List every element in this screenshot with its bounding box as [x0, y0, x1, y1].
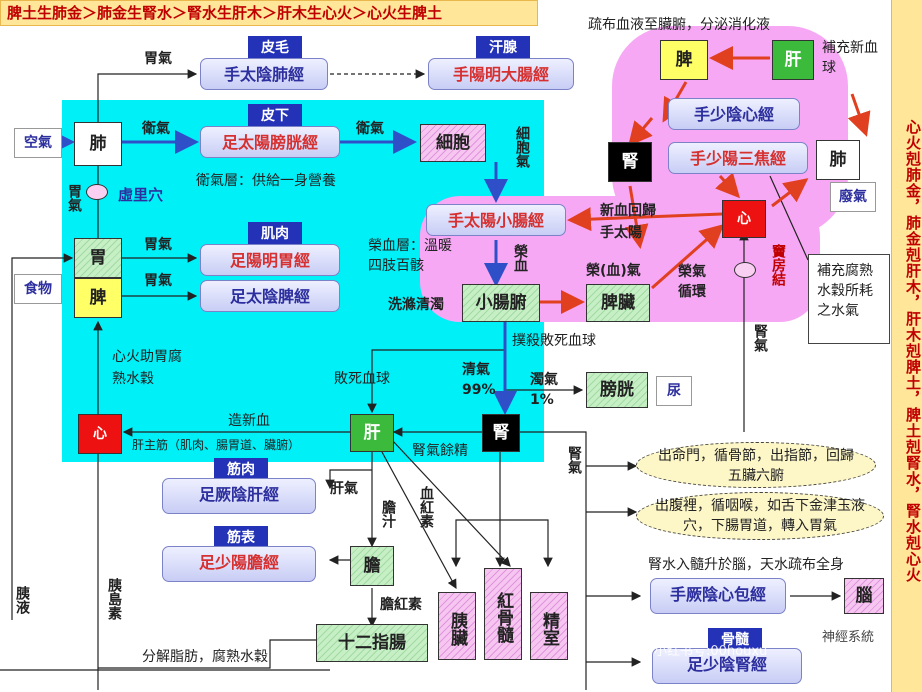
- kidney-residual-label: 腎氣餘精: [412, 443, 468, 459]
- tag-sweat: 汗腺: [476, 36, 530, 60]
- lung-meridian: 手太陰肺經: [200, 58, 328, 90]
- urine-output: 尿: [656, 376, 692, 406]
- sanjiao-meridian: 手少陽三焦經: [668, 142, 808, 174]
- cell-qi-label: 細胞氣: [514, 126, 530, 168]
- stomach-qi-label-1: 胃氣: [144, 237, 172, 253]
- stomach-qi-top-label: 胃氣: [144, 51, 172, 67]
- exhaust-output: 廢氣: [830, 182, 876, 212]
- spleen-meridian: 足太陰脾經: [200, 280, 340, 312]
- marrow-box: 紅骨髓: [484, 568, 522, 660]
- kidney-water-label: 腎水入髓升於腦，天水疏布全身: [648, 557, 844, 573]
- supplement-label: 補充新血球: [822, 40, 878, 76]
- new-blood-label: 新血回歸手太陽: [600, 203, 656, 241]
- gall-meridian: 足少陽膽經: [162, 546, 316, 582]
- xuli-label: 虛里穴: [118, 186, 164, 204]
- stomach-qi-label-2: 胃氣: [144, 273, 172, 289]
- wei-layer-label: 衛氣層：供給一身營養: [196, 173, 336, 189]
- heart-box-right: 心: [722, 200, 766, 238]
- small-intestine-meridian: 手太陽小腸經: [426, 204, 566, 236]
- sperm-box: 精室: [530, 592, 568, 660]
- ying-cycle-label: 榮氣循環: [678, 264, 706, 300]
- small-intestine-box: 小腸腑: [462, 284, 540, 322]
- turbid-qi-label: 濁氣1%: [530, 372, 558, 408]
- watermark: 小红书号:00houxu: [654, 644, 768, 659]
- xuli-point: [86, 184, 108, 200]
- kidney-box: 腎: [482, 414, 520, 452]
- insulin-label: 胰島素: [106, 578, 122, 620]
- kidney-qi-right-label: 腎氣: [752, 324, 768, 352]
- blood-red-label: 血紅素: [418, 486, 434, 528]
- kidney-meridian: 足少陰腎經: [652, 648, 802, 684]
- lung-box: 肺: [74, 122, 122, 166]
- wash-label: 洗滌清濁: [388, 297, 444, 313]
- generation-cycle-title: 脾土生肺金＞肺金生腎水＞腎水生肝木＞肝木生心火＞心火生脾土: [0, 0, 538, 26]
- bladder-box: 膀胱: [586, 372, 648, 408]
- liver-meridian: 足厥陰肝經: [162, 478, 316, 514]
- tag-skin: 皮毛: [248, 36, 302, 60]
- duodenum-box: 十二指腸: [316, 624, 428, 662]
- large-intestine-meridian: 手陽明大腸經: [428, 58, 574, 90]
- ying-qi-blood-label: 榮(血)氣: [586, 263, 641, 279]
- kill-blood-label: 撲殺敗死血球: [512, 333, 596, 349]
- ying-layer-label: 榮血層：溫暖四肢百骸: [368, 238, 452, 274]
- kidney-qi-left-label: 腎氣: [566, 446, 582, 474]
- tag-muscle: 肌肉: [248, 222, 302, 246]
- stomach-box: 胃: [74, 238, 122, 278]
- spleen-top-box: 脾: [660, 40, 708, 80]
- spleen-organ-box: 脾臟: [586, 284, 650, 322]
- spleen-box: 脾: [74, 278, 122, 318]
- bile-red-label: 膽紅素: [380, 597, 422, 613]
- liver-top-box: 肝: [772, 40, 814, 80]
- decompose-label: 分解脂肪，腐熟水穀: [142, 649, 268, 665]
- sinoatrial-node: [734, 262, 756, 278]
- dead-blood-label: 敗死血球: [334, 371, 390, 387]
- bladder-meridian: 足太陽膀胱經: [200, 126, 340, 158]
- stomach-meridian: 足陽明胃經: [200, 244, 340, 276]
- distribute-label: 疏布血液至臟腑，分泌消化液: [588, 17, 770, 33]
- pancreas-box: 胰臟: [438, 592, 476, 660]
- pancreatic-juice-label: 胰液: [14, 586, 30, 614]
- lung-right-box: 肺: [816, 140, 860, 180]
- tag-subskin: 皮下: [248, 104, 302, 128]
- heart-box-left: 心: [78, 414, 122, 454]
- water-note: 補充腐熟水穀所耗之水氣: [808, 254, 890, 344]
- ying-qi-region: [62, 362, 544, 462]
- wei-qi-label-2: 衛氣: [356, 121, 384, 137]
- heart-fire-label: 心火助胃腐熟水穀: [112, 349, 182, 387]
- food-input: 食物: [14, 274, 62, 304]
- path-ellipse-2: 出腹裡，循咽喉，如舌下金津玉液穴，下腸胃道，轉入胃氣: [636, 492, 884, 540]
- pericardium-meridian: 手厥陰心包經: [650, 578, 786, 614]
- path-ellipse-1: 出命門，循骨節，出指節，回歸五臟六腑: [636, 442, 876, 488]
- sinoatrial-label: 竇房結: [770, 244, 786, 286]
- stomach-qi-left-label: 胃氣: [66, 184, 82, 212]
- heart-meridian: 手少陰心經: [668, 98, 800, 130]
- air-input: 空氣: [14, 128, 62, 158]
- liver-tendon-label: 肝主筋（肌肉、腸胃道、臟腑）: [132, 438, 301, 452]
- clear-qi-label: 清氣99%: [462, 362, 496, 398]
- bile-label: 膽汁: [380, 500, 396, 528]
- watermark-2: 神經系統: [822, 630, 875, 645]
- liver-box: 肝: [350, 414, 394, 452]
- brain-box: 腦: [844, 578, 884, 614]
- liver-qi-label: 肝氣: [330, 481, 358, 497]
- control-cycle-bar: 心火剋肺金，肺金剋肝木，肝木剋脾土，脾土剋腎水，腎水剋心火: [891, 0, 922, 692]
- ying-blood-label: 榮血: [512, 244, 528, 272]
- cell-box: 細胞: [420, 124, 486, 162]
- gall-box: 膽: [350, 546, 394, 586]
- make-blood-label: 造新血: [228, 413, 270, 429]
- wei-qi-label-1: 衛氣: [142, 121, 170, 137]
- kidney-right-box: 腎: [608, 142, 652, 182]
